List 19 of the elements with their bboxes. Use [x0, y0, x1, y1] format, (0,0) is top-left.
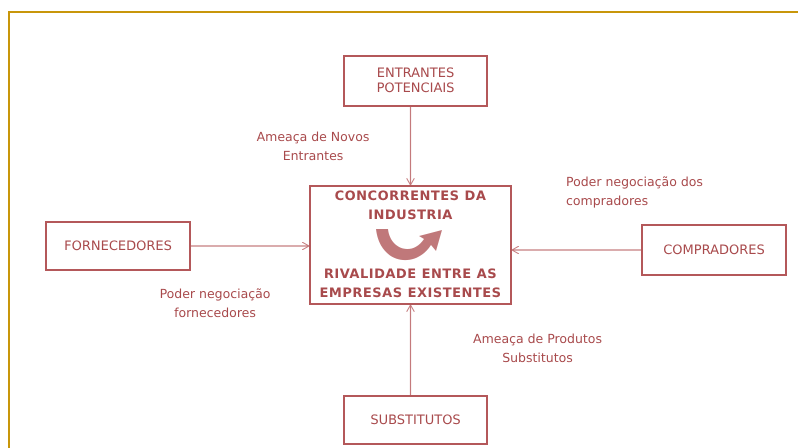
node-label: ENTRANTES POTENCIAIS — [376, 66, 456, 96]
arrow — [406, 304, 415, 395]
process-box — [641, 224, 787, 276]
process-box — [309, 185, 512, 305]
annotation-text: Poder negociação dos compradores — [566, 173, 704, 210]
annotation-text: Ameaça de Novos Entrantes — [256, 128, 370, 165]
node-label: CONCORRENTES DA INDUSTRIA — [334, 188, 488, 225]
annotation-text: Poder negociação fornecedores — [158, 285, 272, 322]
node-label: SUBSTITUTOS — [370, 412, 461, 428]
node-label: COMPRADORES — [663, 242, 765, 258]
node-label: FORNECEDORES — [64, 238, 172, 254]
arrow — [512, 246, 641, 254]
process-box — [343, 395, 488, 445]
arrow — [406, 107, 415, 186]
process-box — [343, 55, 488, 107]
node-label: RIVALIDADE ENTRE AS EMPRESAS EXISTENTES — [318, 266, 502, 303]
process-box — [45, 221, 191, 271]
arrow — [191, 242, 310, 250]
annotation-text: Ameaça de Produtos Substitutos — [472, 330, 603, 367]
